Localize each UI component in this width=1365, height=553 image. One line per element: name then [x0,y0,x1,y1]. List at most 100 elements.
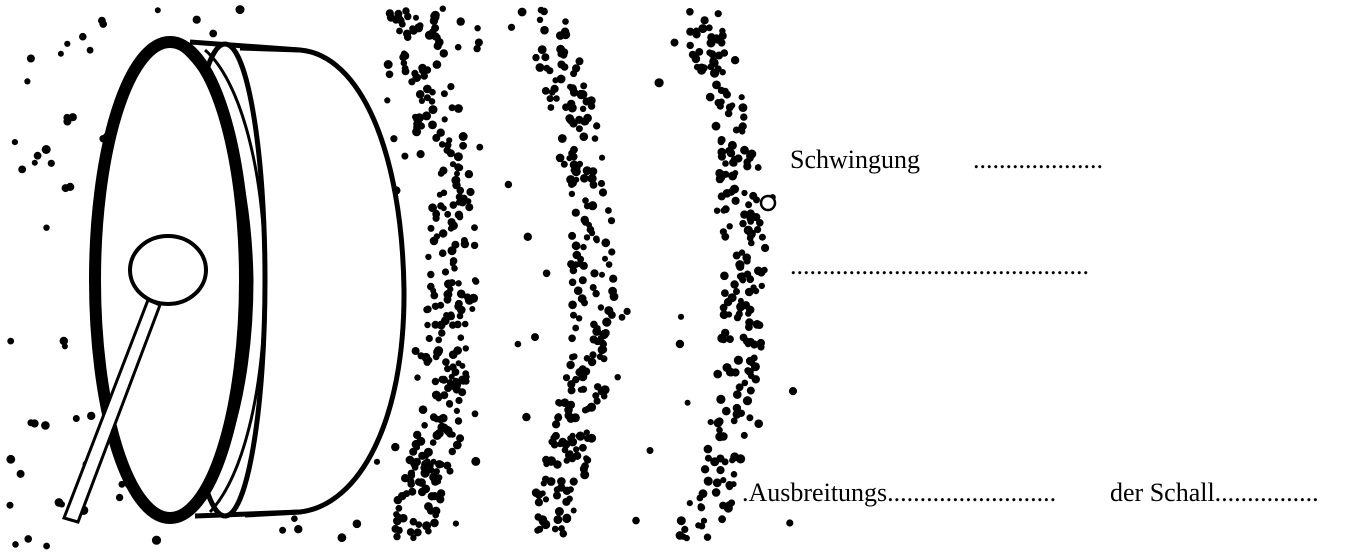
air-particle [713,369,722,379]
air-particle [427,282,435,291]
air-particle [403,490,410,498]
air-particle [733,288,740,295]
air-particle [786,519,794,527]
air-particle [61,184,70,193]
air-particle [582,197,589,204]
air-particle [579,385,588,393]
air-particle [578,90,588,99]
air-particle [746,386,755,395]
air-particle [7,337,15,345]
air-particle [536,525,544,533]
air-particle [744,287,754,297]
air-particle [463,373,470,380]
air-particle [24,78,31,85]
air-particle [465,203,474,212]
air-particle [716,102,724,110]
air-particle [456,434,465,443]
ausbreitungs-label: .Ausbreitungs.......................... [742,478,1057,507]
air-particle [446,149,455,158]
air-particle [570,507,577,514]
air-particle [580,243,587,251]
air-particle [724,109,733,118]
air-particle [746,214,756,223]
air-particle [385,70,394,79]
air-particle [700,517,708,524]
air-particle [402,7,410,15]
air-particle [722,160,729,167]
air-particle [16,469,25,478]
air-particle [579,443,587,452]
air-particle [471,224,478,232]
air-particle [393,532,401,541]
air-particle [725,311,733,318]
air-particle [721,289,729,297]
air-particle [456,312,464,320]
air-particle [602,255,608,262]
air-particle [531,333,539,342]
air-particle [439,5,446,12]
air-particle [589,351,597,359]
air-particle [686,8,694,16]
air-particle [560,398,570,408]
air-particle [446,467,454,475]
air-particle [461,320,469,328]
air-particle [435,394,443,402]
air-particle [411,347,420,355]
air-particle [708,50,717,59]
air-particle [6,454,16,464]
air-particle [468,293,479,303]
air-particle [740,210,749,219]
air-particle [719,432,728,441]
air-particle [449,321,457,329]
air-particle [737,297,744,304]
air-particle [570,311,577,319]
air-particle [12,541,19,548]
air-particle [411,439,421,449]
air-particle [552,420,561,429]
air-particle [576,160,584,168]
air-particle [704,454,712,462]
air-particle [602,317,612,327]
air-particle [746,151,755,160]
air-particle [732,126,740,134]
air-particle [700,16,709,25]
air-particle [429,439,437,446]
air-particle [458,132,468,141]
air-particle [507,23,516,31]
air-particle [705,24,713,32]
air-particle [582,97,591,106]
air-particle [415,90,425,99]
air-particle [452,440,462,450]
air-particle [438,329,446,337]
air-particle [738,94,745,101]
air-particle [735,310,743,318]
air-particle [720,271,729,281]
air-particle [413,528,422,537]
air-particle [352,519,362,529]
air-particle [476,143,484,151]
air-particle [695,48,704,56]
air-particle [730,280,739,289]
air-particle [589,181,598,189]
air-particle [470,241,479,250]
air-particle [719,27,726,35]
air-particle [235,5,245,15]
air-particle [410,458,420,468]
air-particle [703,444,713,454]
air-particle [414,113,424,123]
air-particle [430,492,439,501]
air-particle [412,73,422,82]
air-particle [454,104,463,113]
air-particle [446,430,454,438]
air-particle [439,166,448,175]
air-particle [27,419,35,427]
air-particle [719,303,728,312]
air-particle [416,22,424,29]
air-particle [471,456,481,466]
air-particle [448,104,456,112]
air-particle [719,228,728,236]
air-particle [587,357,597,367]
air-particle [703,533,712,541]
air-particle [454,322,461,329]
air-particle [572,250,582,260]
